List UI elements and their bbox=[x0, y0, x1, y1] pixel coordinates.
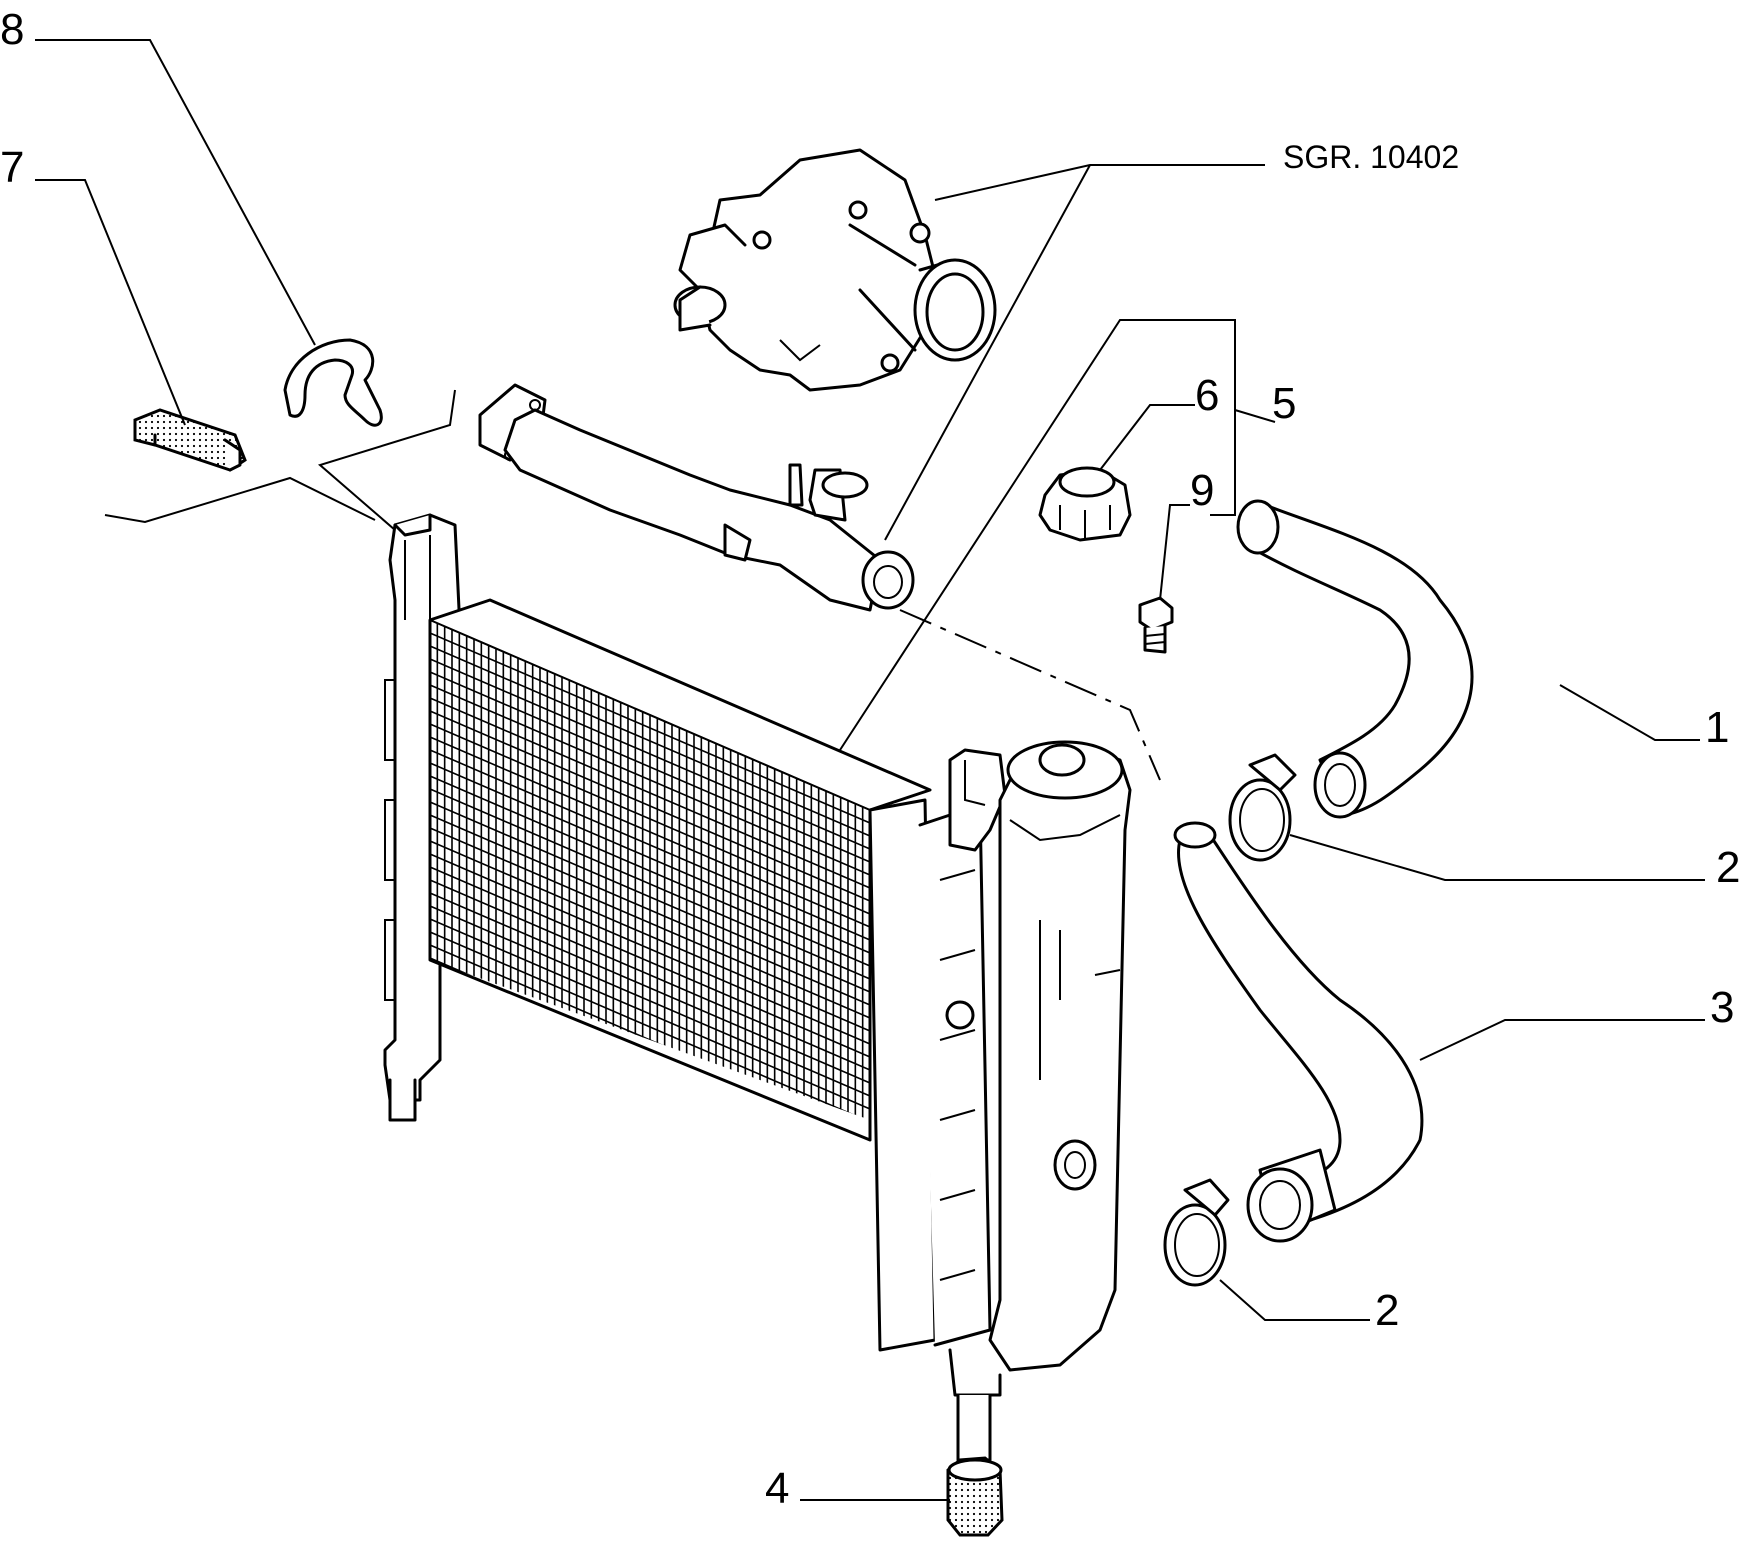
callout-2-upper: 2 bbox=[1716, 843, 1740, 892]
callout-1: 1 bbox=[1705, 703, 1729, 752]
bleed-screw bbox=[1138, 596, 1174, 654]
hose-clamp-lower bbox=[1163, 1178, 1230, 1287]
callout-9: 9 bbox=[1190, 466, 1214, 515]
coolant-pipe bbox=[478, 383, 915, 612]
mounting-clip bbox=[283, 338, 383, 427]
upper-hose bbox=[1236, 499, 1474, 819]
rubber-mount bbox=[946, 1456, 1004, 1537]
lower-hose bbox=[1173, 821, 1424, 1243]
callout-6: 6 bbox=[1195, 371, 1219, 420]
hose-clamp-upper bbox=[1228, 753, 1297, 862]
foam-pad bbox=[133, 408, 247, 472]
callout-3: 3 bbox=[1710, 983, 1734, 1032]
callout-7: 7 bbox=[0, 143, 24, 192]
callout-2-lower: 2 bbox=[1375, 1286, 1399, 1335]
callout-5: 5 bbox=[1272, 379, 1296, 428]
filler-cap bbox=[1038, 466, 1132, 542]
callout-4: 4 bbox=[765, 1464, 789, 1513]
leader-lines bbox=[35, 39, 1705, 1501]
callout-8: 8 bbox=[0, 5, 24, 54]
reference-code-label: SGR. 10402 bbox=[1283, 139, 1459, 175]
thermostat-housing bbox=[673, 148, 997, 392]
flow-axis-line bbox=[899, 609, 1161, 781]
section-break-line bbox=[104, 389, 456, 531]
radiator bbox=[383, 513, 1132, 1462]
